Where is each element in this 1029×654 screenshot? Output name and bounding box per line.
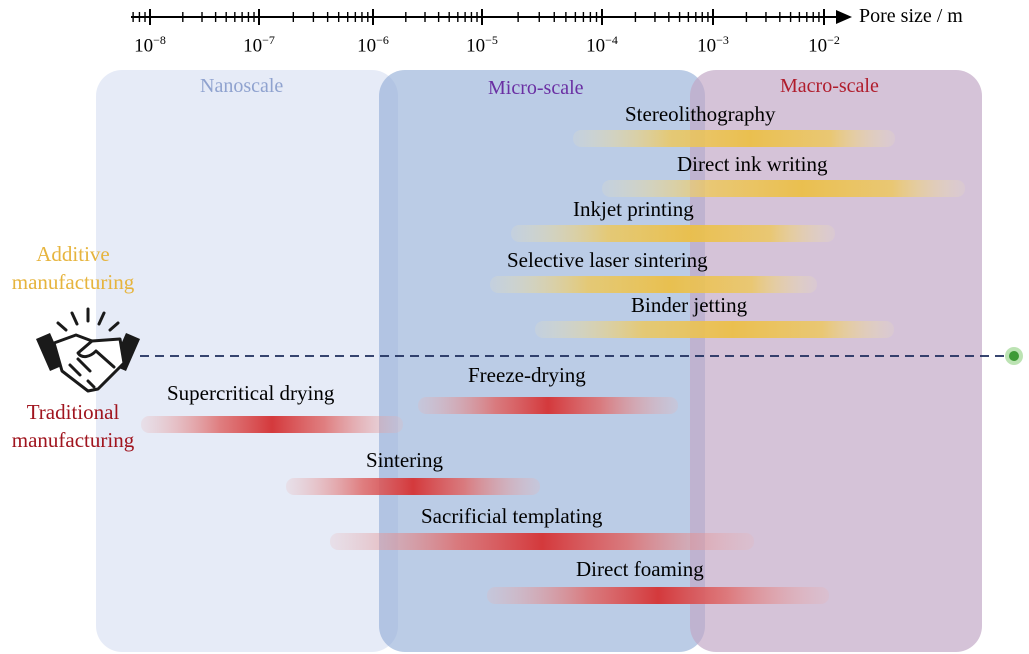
label-sintering: Sintering [366,448,443,472]
micro-scale-label: Micro-scale [488,77,584,99]
tick-label-1e-2: 10−2 [808,33,840,57]
tick-label-1e-4: 10−4 [586,33,618,57]
label-supercritical-drying: Supercritical drying [167,381,335,405]
label-selective-laser-sintering: Selective laser sintering [507,248,708,272]
axis-title: Pore size / m [859,5,963,27]
tick-label-1e-3: 10−3 [697,33,729,57]
pore-size-axis [131,9,852,25]
tick-label-1e-8: 10−8 [134,33,166,57]
nanoscale-label: Nanoscale [200,75,284,97]
bar-direct-ink-writing [602,180,965,197]
label-binder-jetting: Binder jetting [631,293,748,317]
label-inkjet-printing: Inkjet printing [573,197,694,221]
label-direct-ink-writing: Direct ink writing [677,152,828,176]
bar-direct-foaming [487,587,829,604]
nanoscale-region [96,70,398,652]
label-freeze-drying: Freeze-drying [468,363,586,387]
bar-binder-jetting [535,321,894,338]
label-stereolithography: Stereolithography [625,102,776,126]
bar-freeze-drying [418,397,678,414]
bar-sintering [286,478,540,495]
handshake-icon [36,307,140,393]
traditional-label-line2: manufacturing [11,428,135,452]
bar-stereolithography [573,130,895,147]
micro-scale-region [379,70,705,652]
additive-label-line2: manufacturing [11,270,135,294]
bar-inkjet-printing [511,225,835,242]
axis-arrowhead [836,10,852,24]
tick-label-1e-5: 10−5 [466,33,498,57]
green-dot-core [1009,351,1019,361]
macro-scale-region [690,70,982,652]
macro-scale-label: Macro-scale [780,75,879,97]
additive-label-line1: Additive [36,242,110,266]
bar-sacrificial-templating [330,533,754,550]
bar-supercritical-drying [141,416,403,433]
tick-label-1e-6: 10−6 [357,33,389,57]
bar-selective-laser-sintering [490,276,817,293]
traditional-label-line1: Traditional [26,400,120,424]
additive-manufacturing-label: Additive manufacturing [0,240,146,296]
label-sacrificial-templating: Sacrificial templating [421,504,603,528]
traditional-manufacturing-label: Traditional manufacturing [0,398,146,454]
tick-label-1e-7: 10−7 [243,33,275,57]
label-direct-foaming: Direct foaming [576,557,704,581]
